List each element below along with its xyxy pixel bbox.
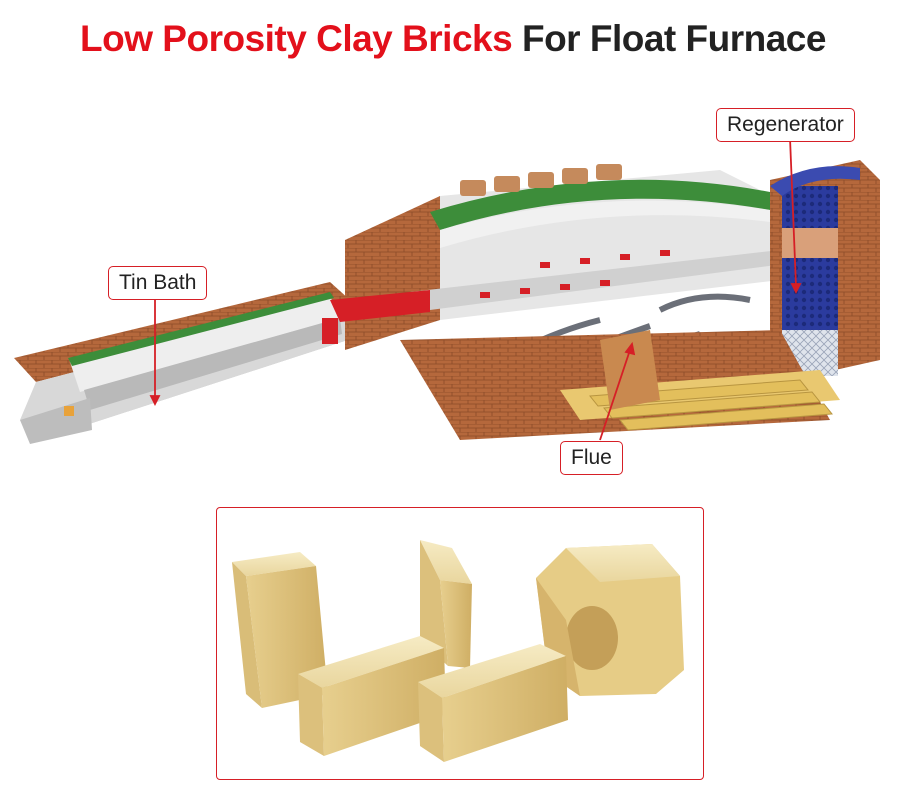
bricks-photo-frame [216,507,704,780]
title-black-part: For Float Furnace [521,18,826,59]
regenerator-label: Regenerator [716,108,855,142]
regenerator [770,160,880,380]
flue [400,330,840,440]
tin-bath-label: Tin Bath [108,266,208,300]
tin-bath [14,282,360,444]
page-title: Low Porosity Clay Bricks For Float Furna… [0,18,906,60]
title-red-part: Low Porosity Clay Bricks [80,18,513,59]
leader-lines [149,137,802,441]
float-furnace-illustration [14,137,880,444]
melting-furnace [330,164,800,350]
flue-label: Flue [560,441,623,475]
